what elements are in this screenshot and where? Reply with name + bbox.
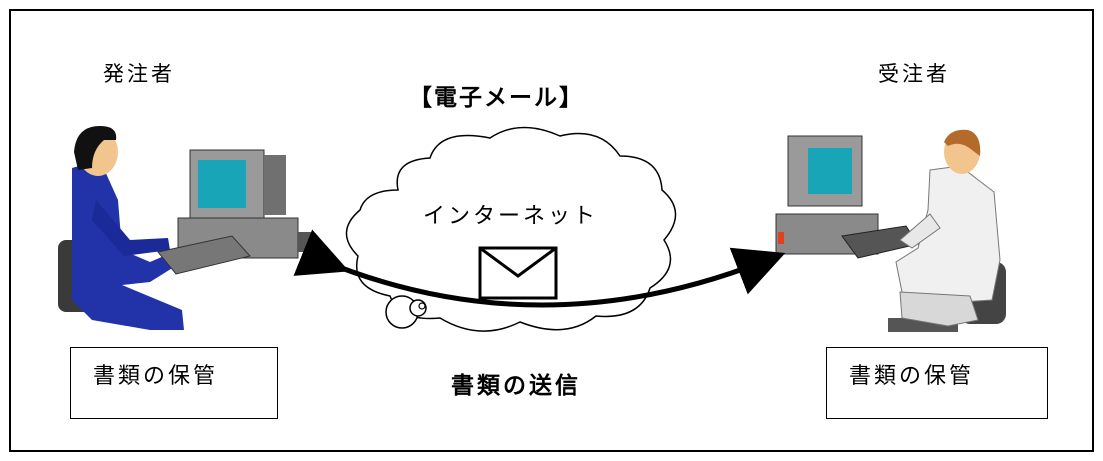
sender-storage-label: 書類の保管	[93, 364, 219, 389]
cloud-label: インターネット	[423, 204, 599, 229]
transmission-label: 書類の送信	[451, 373, 581, 399]
sender-woman-at-computer-icon	[58, 126, 316, 330]
transmission-arrow	[293, 229, 786, 308]
sender-label: 発注者	[103, 62, 175, 86]
receiver-storage-label: 書類の保管	[849, 364, 975, 389]
receiver-storage-box: 書類の保管	[826, 347, 1048, 419]
envelope-icon	[478, 246, 558, 300]
sender-storage-box: 書類の保管	[70, 347, 278, 419]
receiver-label: 受注者	[878, 62, 950, 86]
diagram-title: 【電子メール】	[409, 85, 584, 111]
receiver-man-at-computer-icon	[775, 129, 1006, 332]
